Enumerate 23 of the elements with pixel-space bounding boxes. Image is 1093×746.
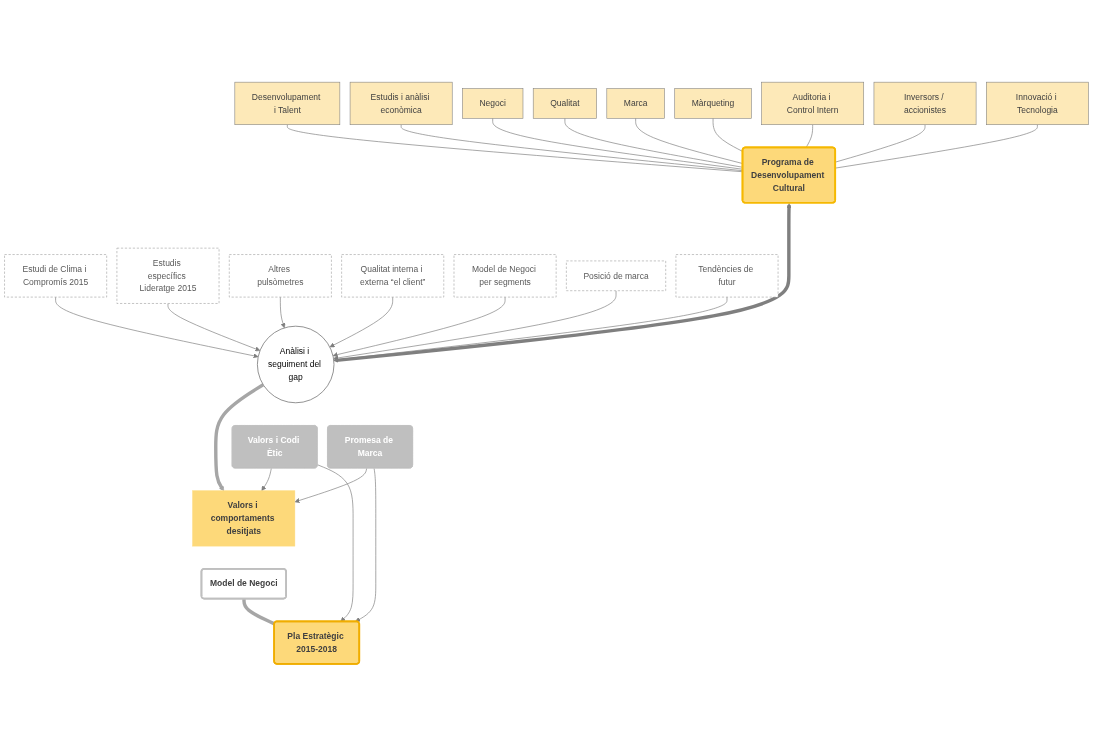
node-box: Qualitat interna i externa “el client”	[341, 254, 445, 298]
arrow	[214, 383, 265, 491]
node-box: Altres pulsòmetres	[229, 254, 332, 298]
node-circle: Anàlisi i seguiment del gap	[256, 325, 335, 404]
node-box: Auditoria i Control Intern	[761, 81, 864, 125]
connector	[242, 598, 276, 626]
connector	[835, 124, 926, 163]
node-box: Qualitat	[532, 88, 597, 119]
node-box: Negoci	[462, 88, 524, 119]
node-box: Màrqueting	[674, 88, 752, 119]
node-box: Tendències de futur	[675, 254, 779, 298]
node-box: Posició de marca	[566, 260, 666, 291]
node-box: Estudis específics Lideratge 2015	[116, 247, 220, 304]
connector	[835, 124, 1038, 169]
node-box: Inversors / accionistes	[873, 81, 977, 125]
node-box: Desenvolupament i Talent	[234, 81, 341, 125]
node-box: Valors i comportaments desitjats	[192, 490, 296, 547]
connector	[805, 124, 813, 149]
node-box: Marca	[606, 88, 665, 119]
node-box: Model de Negoci per segments	[453, 254, 557, 298]
node-box: Innovació i Tecnologia	[986, 81, 1089, 125]
node-box: Estudi de Clima i Compromís 2015	[4, 254, 107, 298]
node-box: Estudis i anàlisi econòmica	[349, 81, 453, 125]
